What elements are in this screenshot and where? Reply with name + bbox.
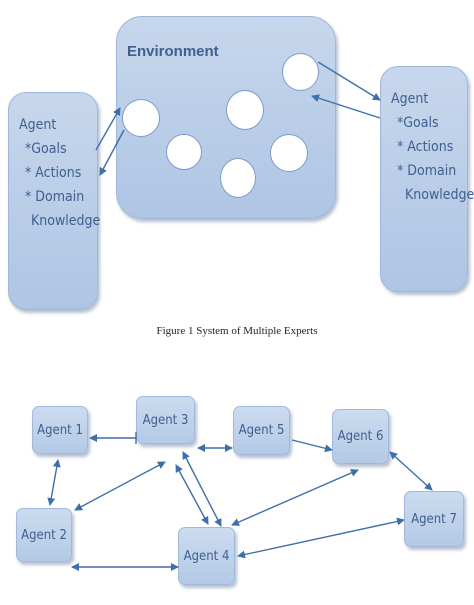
agent1-label: Agent 1 xyxy=(37,422,83,438)
agent-knowledge: Knowledge xyxy=(31,213,101,229)
figure-caption: Figure 1 System of Multiple Experts xyxy=(156,325,318,337)
agent2-node: Agent 2 xyxy=(16,508,72,562)
agent3-label: Agent 3 xyxy=(142,412,189,428)
connector-arrow xyxy=(74,461,166,511)
connector-arrow xyxy=(231,469,359,526)
environment-title: Environment xyxy=(127,43,219,60)
agent7-label: Agent 7 xyxy=(411,511,457,527)
connector-arrow xyxy=(389,451,433,491)
agent5-node: Agent 5 xyxy=(233,406,290,455)
agent4-label: Agent 4 xyxy=(183,548,230,564)
agent-domain: * Domain xyxy=(397,163,457,179)
agent-actions: * Actions xyxy=(25,165,82,181)
connector-arrow xyxy=(99,129,125,176)
agent-domain: * Domain xyxy=(25,189,85,205)
connector-arrow xyxy=(311,94,381,119)
agent-actions: * Actions xyxy=(397,139,454,155)
connector-arrow xyxy=(237,517,405,559)
environment-entity xyxy=(282,53,319,91)
environment-entity xyxy=(220,158,256,198)
environment-box: Environment xyxy=(116,16,336,219)
connector-arrow xyxy=(47,459,61,506)
agent-title: Agent xyxy=(19,117,57,133)
connector-arrow xyxy=(291,439,333,453)
connector-arrow xyxy=(317,61,381,101)
connector-arrow xyxy=(182,451,222,527)
environment-entity xyxy=(270,134,308,172)
environment-entity xyxy=(166,134,202,170)
agent4-node: Agent 4 xyxy=(178,527,235,585)
agent1-node: Agent 1 xyxy=(32,406,88,454)
agent2-label: Agent 2 xyxy=(21,527,67,543)
agent-goals: *Goals xyxy=(25,141,67,157)
agent-goals: *Goals xyxy=(397,115,439,131)
agent6-label: Agent 6 xyxy=(337,429,384,444)
connector-arrow xyxy=(95,107,121,151)
agent7-node: Agent 7 xyxy=(404,491,464,547)
agent5-label: Agent 5 xyxy=(238,423,285,438)
agent-left-box: Agent *Goals * Actions * Domain Knowledg… xyxy=(8,92,101,310)
agent-right-box: Agent *Goals * Actions * Domain Knowledg… xyxy=(380,66,474,292)
agent6-node: Agent 6 xyxy=(332,409,389,464)
agent-title: Agent xyxy=(391,91,429,107)
agent-knowledge: Knowledge xyxy=(405,187,474,203)
environment-entity xyxy=(226,90,264,130)
environment-entity xyxy=(122,99,160,137)
agent3-node: Agent 3 xyxy=(136,396,195,444)
connector-arrow xyxy=(175,464,209,525)
